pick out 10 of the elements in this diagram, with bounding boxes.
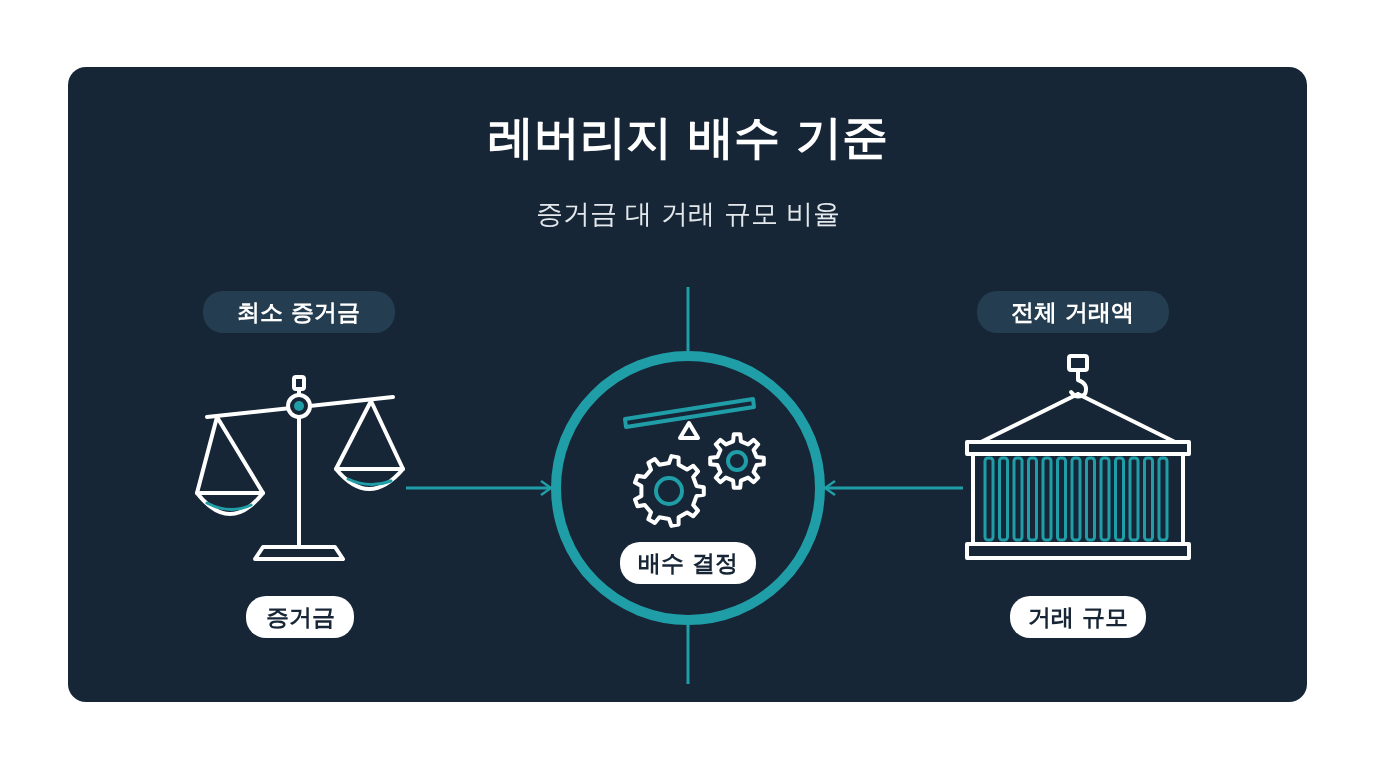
arrow [406,479,553,497]
label-pill: 배수 결정 [620,542,756,584]
arrow [823,479,963,497]
label-pill: 거래 규모 [1010,596,1146,638]
label-pill: 전체 거래액 [977,291,1169,333]
label-pill: 증거금 [246,596,354,638]
subtitle: 증거금 대 거래 규모 비율 [534,198,842,231]
label-pill: 최소 증거금 [203,291,395,333]
title: 레버리지 배수 기준 [487,110,889,166]
circle-frame [551,351,825,625]
